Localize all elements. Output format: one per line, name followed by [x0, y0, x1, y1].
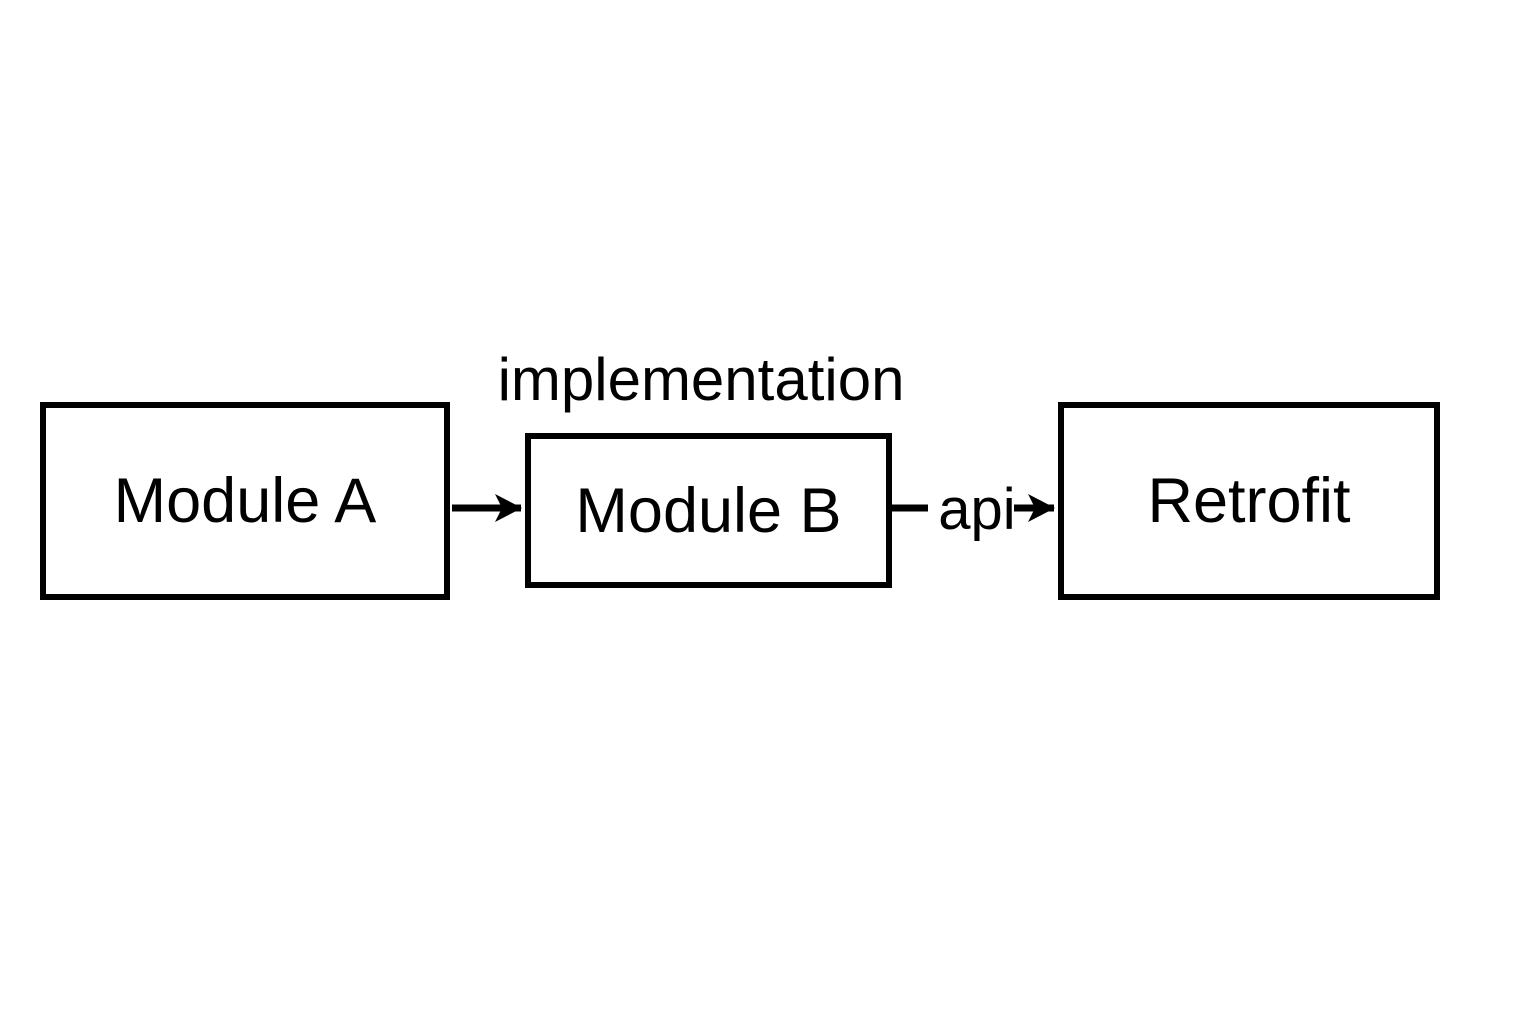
edge-label-implementation: implementation: [497, 346, 905, 413]
node-retrofit-label: Retrofit: [1147, 466, 1351, 536]
node-module-a-label: Module A: [113, 466, 377, 536]
node-module-b-label: Module B: [575, 475, 842, 546]
node-module-a: Module A: [40, 402, 450, 600]
edge-label-api: api: [938, 477, 1016, 542]
node-module-b: Module B: [525, 433, 892, 588]
node-retrofit: Retrofit: [1058, 402, 1440, 600]
